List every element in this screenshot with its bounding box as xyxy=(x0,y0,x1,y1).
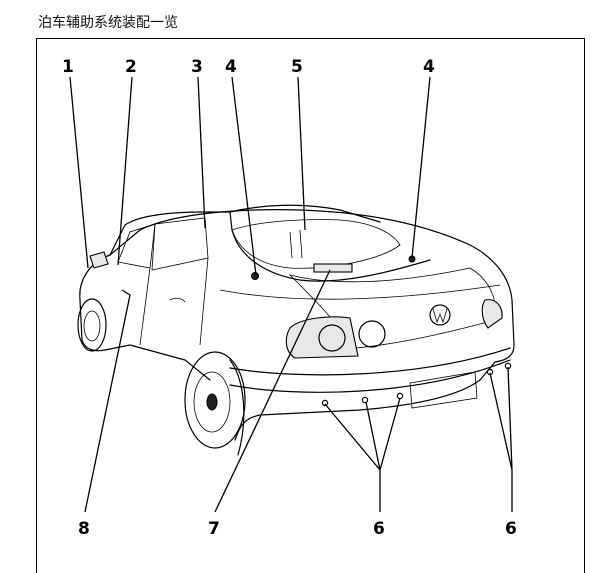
callout-2: 2 xyxy=(125,57,137,77)
callout-1: 1 xyxy=(62,57,74,77)
callout-4-right: 4 xyxy=(423,57,435,77)
diagram-frame xyxy=(36,38,585,573)
page-title: 泊车辅助系统装配一览 xyxy=(38,15,178,31)
car-illustration xyxy=(77,204,515,456)
callout-5: 5 xyxy=(291,57,303,77)
leader-lines xyxy=(69,76,513,513)
callout-7: 7 xyxy=(208,519,220,539)
callout-4-left: 4 xyxy=(225,57,237,77)
callout-6-center: 6 xyxy=(373,519,385,539)
callout-6-right: 6 xyxy=(505,519,517,539)
callout-3: 3 xyxy=(191,57,203,77)
callout-8: 8 xyxy=(78,519,90,539)
